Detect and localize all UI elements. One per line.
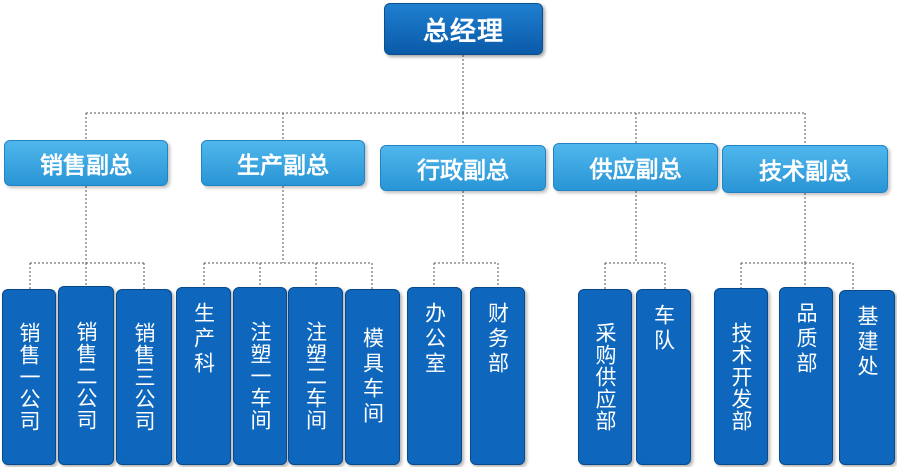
node-unit-production-section: 生产科: [176, 287, 231, 465]
node-general-manager: 总经理: [384, 3, 543, 55]
node-unit-quality: 品质部: [779, 287, 833, 465]
node-unit-sales-3: 销售三公司: [116, 289, 172, 465]
node-unit-sales-1: 销售一公司: [2, 289, 56, 465]
node-unit-molding-workshop-2: 注塑二车间: [288, 287, 343, 465]
node-unit-construction: 基建处: [839, 290, 895, 465]
node-unit-tech-development: 技术开发部: [714, 288, 768, 465]
node-vp-sales: 销售副总: [4, 140, 168, 186]
node-unit-procurement: 采购供应部: [578, 289, 632, 465]
node-vp-technology: 技术副总: [722, 145, 888, 193]
node-vp-supply: 供应副总: [553, 143, 718, 191]
node-vp-administration: 行政副总: [380, 145, 546, 191]
node-unit-fleet: 车队: [636, 289, 691, 465]
node-unit-finance: 财务部: [470, 287, 525, 465]
node-unit-sales-2: 销售二公司: [58, 286, 114, 465]
node-vp-production: 生产副总: [201, 140, 365, 186]
node-unit-molding-workshop-1: 注塑一车间: [233, 287, 287, 465]
node-unit-office: 办公室: [407, 287, 462, 465]
node-unit-mold-workshop: 模具车间: [345, 289, 400, 465]
